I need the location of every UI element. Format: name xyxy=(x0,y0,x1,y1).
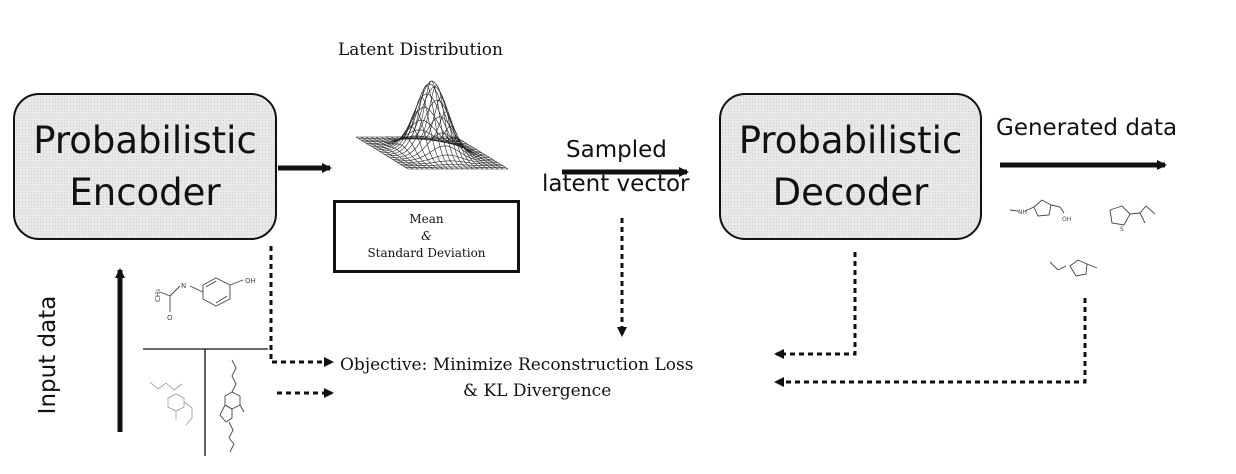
generated-molecule-oh-label: OH xyxy=(1062,216,1071,223)
input-molecule-oh-label: OH xyxy=(245,277,256,285)
decoder-label-line2: Decoder xyxy=(772,170,929,214)
std-deviation-label: Standard Deviation xyxy=(367,246,486,260)
input-molecule-2 xyxy=(149,381,193,426)
generated-molecule-2 xyxy=(1109,205,1156,226)
gaussian-surface-plot xyxy=(355,80,509,170)
dotted-arrow-decoder-to-objective xyxy=(774,252,857,359)
generated-molecule-s-label: S xyxy=(1120,226,1124,233)
latent-distribution-title: Latent Distribution xyxy=(338,40,503,60)
generated-molecule-3 xyxy=(1049,259,1098,277)
objective-label-line2: & KL Divergence xyxy=(463,381,612,401)
generated-molecule-1 xyxy=(1009,199,1065,217)
dotted-arrow-generated-to-objective xyxy=(774,298,1087,387)
sampled-label: Sampled xyxy=(566,137,667,163)
generated-data-label: Generated data xyxy=(996,115,1178,141)
encoder-label-line1: Probabilistic xyxy=(33,118,257,162)
ampersand-label: & xyxy=(421,229,432,243)
mean-label: Mean xyxy=(409,212,444,226)
generated-molecule-nh-label: NH xyxy=(1018,209,1027,216)
objective-label-line1: Objective: Minimize Reconstruction Loss xyxy=(340,355,694,375)
input-molecule-n-label: N xyxy=(181,282,186,290)
input-molecule-o-label: O xyxy=(167,314,173,322)
dotted-arrow-encoder-to-objective xyxy=(269,246,334,367)
input-molecule-1 xyxy=(159,277,244,312)
probabilistic-encoder-box: Probabilistic Encoder xyxy=(13,93,277,240)
latent-vector-label: latent vector xyxy=(542,171,690,197)
probabilistic-decoder-box: Probabilistic Decoder xyxy=(719,93,982,240)
encoder-label-line2: Encoder xyxy=(69,170,221,214)
input-molecule-ch3-label: CH₃ xyxy=(154,289,162,302)
decoder-label-line1: Probabilistic xyxy=(738,118,963,162)
input-molecule-3 xyxy=(219,359,245,453)
mean-std-box: Mean & Standard Deviation xyxy=(333,200,520,273)
